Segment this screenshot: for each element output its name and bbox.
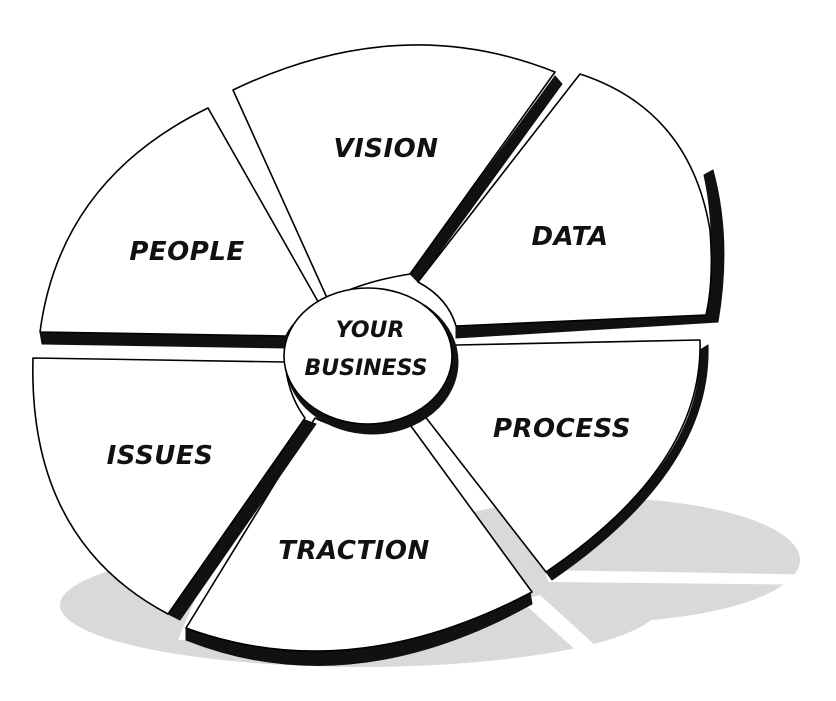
hub-face bbox=[283, 287, 453, 425]
segment-traction-edge bbox=[185, 591, 533, 666]
hub-label-line-1: YOUR bbox=[336, 318, 405, 343]
segment-label-process: PROCESS bbox=[493, 414, 631, 444]
segment-issues-face bbox=[32, 357, 306, 615]
hub-label-line-2: BUSINESS bbox=[304, 356, 427, 381]
shadow-cut-far bbox=[545, 570, 836, 585]
segment-data-edge bbox=[455, 169, 725, 339]
segment-data bbox=[417, 73, 725, 339]
shadow-cut-right bbox=[520, 595, 620, 672]
segment-issues bbox=[32, 357, 317, 621]
hub: YOUR BUSINESS bbox=[283, 287, 459, 435]
segment-vision-face bbox=[232, 44, 556, 301]
segment-label-people: PEOPLE bbox=[129, 237, 244, 267]
segment-label-vision: VISION bbox=[333, 134, 438, 164]
segment-label-data: DATA bbox=[531, 222, 608, 252]
segment-label-issues: ISSUES bbox=[107, 441, 214, 471]
segment-label-traction: TRACTION bbox=[278, 536, 429, 566]
segment-people bbox=[39, 107, 321, 349]
segment-data-face bbox=[417, 73, 713, 327]
